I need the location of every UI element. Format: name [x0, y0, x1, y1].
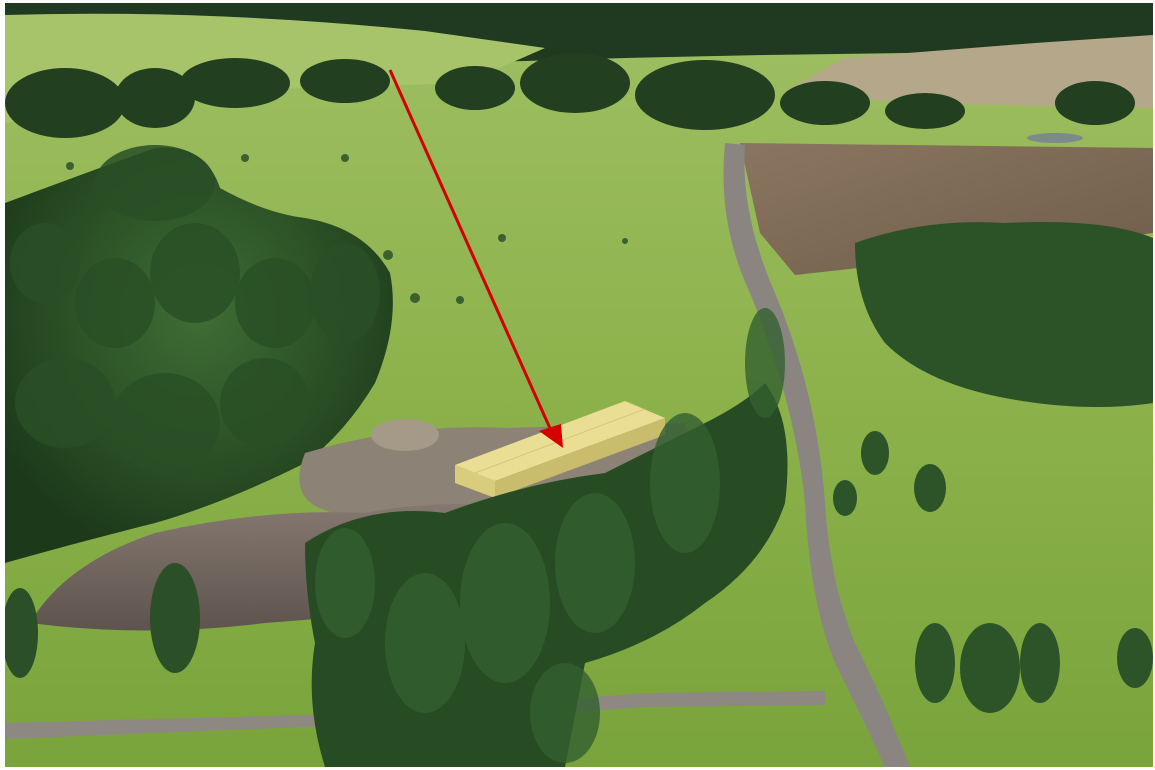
distant-field	[785, 35, 1153, 108]
lone-tree-2	[5, 588, 38, 678]
arrow-head	[539, 424, 563, 448]
center-forest-crowns	[315, 308, 785, 763]
scattered-trees	[66, 154, 628, 304]
debris-pile	[371, 419, 439, 451]
lone-tree	[150, 563, 200, 673]
road	[723, 143, 910, 767]
left-forest-crowns	[10, 145, 380, 473]
aerial-photo	[5, 3, 1153, 767]
pond	[1027, 133, 1083, 143]
left-forest	[5, 147, 393, 563]
right-forest	[855, 222, 1153, 407]
annotation-arrow	[388, 69, 555, 436]
upper-treeline	[5, 53, 1135, 138]
lower-right-trees	[833, 431, 1153, 713]
